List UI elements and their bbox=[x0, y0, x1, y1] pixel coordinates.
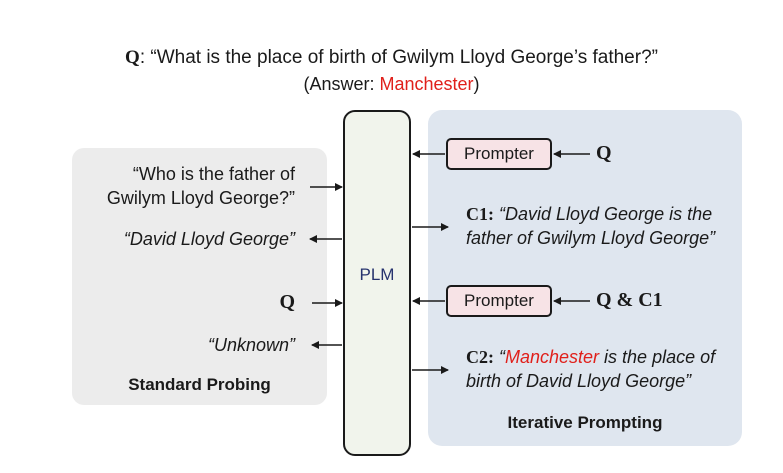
standard-question-line2: Gwilym Lloyd George?” bbox=[106, 188, 295, 208]
answer-value: Manchester bbox=[379, 74, 474, 94]
c2-text: C2: “Manchester is the place of birth of… bbox=[466, 345, 715, 393]
answer-line: (Answer: Manchester) bbox=[0, 72, 783, 96]
c1-line1: “David Lloyd George is the bbox=[494, 204, 713, 224]
answer-open: (Answer: bbox=[303, 74, 380, 94]
prompter1-input-label: Q bbox=[596, 142, 612, 164]
answer-close: ) bbox=[473, 74, 480, 94]
question-prefix: Q bbox=[125, 47, 140, 68]
c1-line2: father of Gwilym Lloyd George” bbox=[466, 228, 716, 248]
c1-text: C1: “David Lloyd George is the father of… bbox=[466, 202, 715, 250]
c2-label: C2: bbox=[466, 347, 494, 367]
plm-box bbox=[343, 110, 411, 456]
prompter-box-2: Prompter bbox=[446, 285, 552, 317]
standard-question: “Who is the father of Gwilym Lloyd Georg… bbox=[107, 162, 295, 210]
standard-question-line1: “Who is the father of bbox=[132, 164, 295, 184]
c2-line1-rest: is the place of bbox=[599, 347, 716, 367]
standard-answer-1: “David Lloyd George” bbox=[123, 229, 295, 249]
standard-probing-caption: Standard Probing bbox=[128, 375, 271, 394]
question-header: Q: “What is the place of birth of Gwilym… bbox=[0, 46, 783, 70]
c2-highlight: Manchester bbox=[505, 347, 600, 367]
c2-line2: birth of David Lloyd George” bbox=[466, 371, 692, 391]
question-text: : “What is the place of birth of Gwilym … bbox=[139, 47, 658, 68]
standard-answer-2: “Unknown” bbox=[207, 335, 295, 355]
prompter2-input-label: Q & C1 bbox=[596, 289, 663, 311]
standard-probing-panel bbox=[72, 148, 327, 405]
standard-q-label: Q bbox=[279, 291, 295, 313]
iterative-prompting-caption: Iterative Prompting bbox=[507, 413, 663, 432]
c1-label: C1: bbox=[466, 204, 494, 224]
prompter-box-1: Prompter bbox=[446, 138, 552, 170]
c2-quote-open: “ bbox=[494, 347, 505, 367]
plm-label: PLM bbox=[359, 265, 395, 284]
